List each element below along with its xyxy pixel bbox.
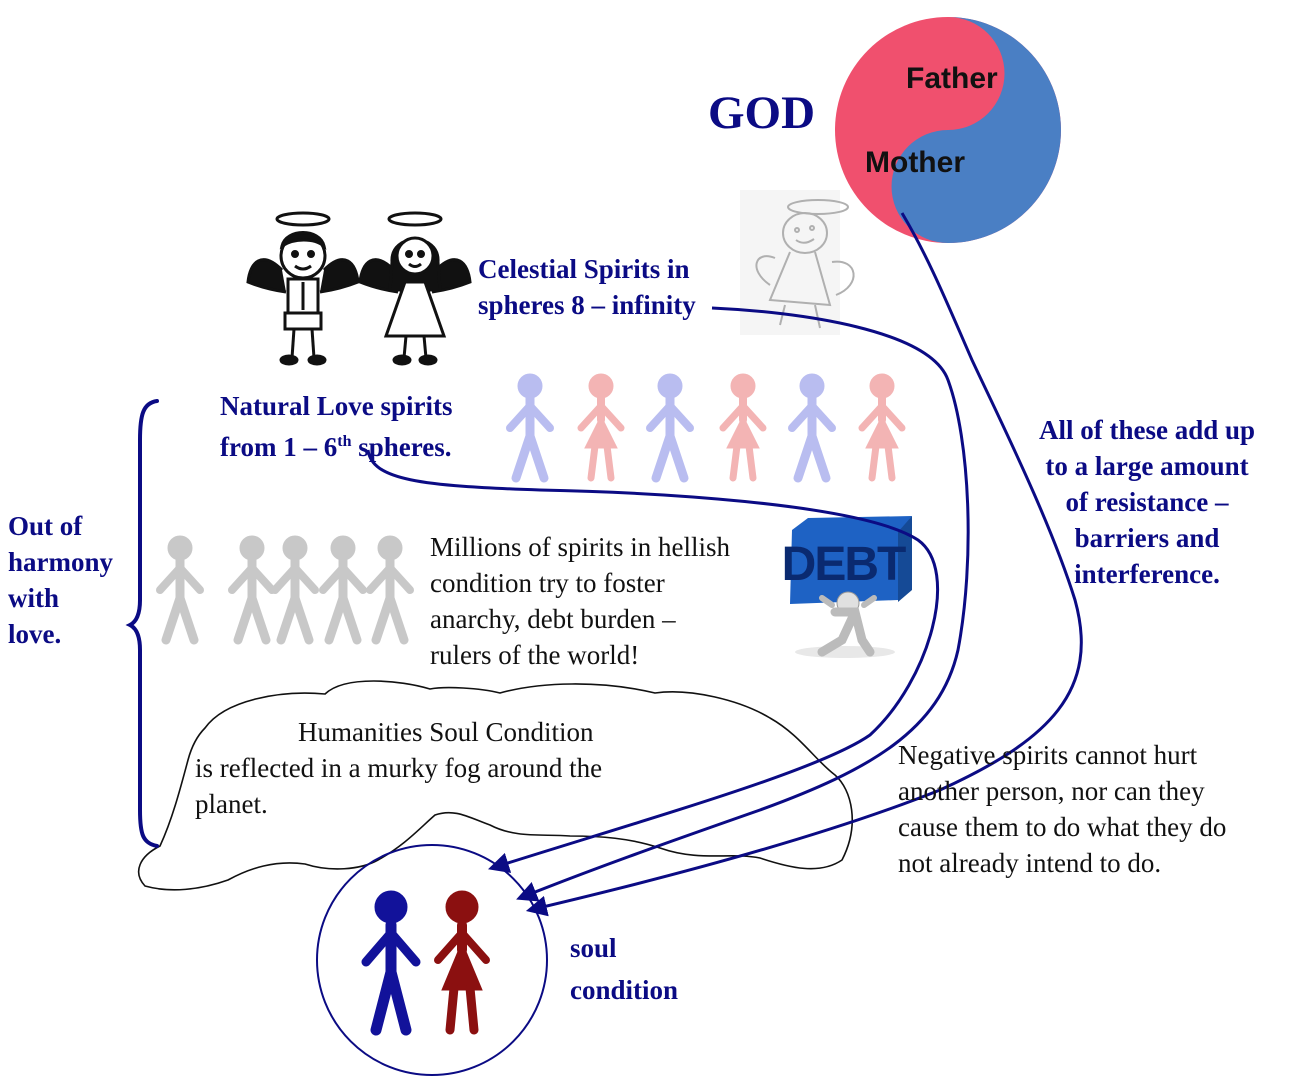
hellish-line-1: Millions of spirits in hellish xyxy=(430,532,731,562)
natural-love-range: from 1 – 6 xyxy=(220,432,338,462)
sketch-angel-icon xyxy=(740,190,855,335)
natural-love-line-1: Natural Love spirits xyxy=(220,391,453,421)
god-label: GOD xyxy=(708,87,816,139)
god-yin-yang-circle xyxy=(835,17,1061,243)
resistance-line-3: of resistance – xyxy=(1065,487,1229,517)
negative-line-4: not already intend to do. xyxy=(898,848,1162,878)
fog-line-2: is reflected in a murky fog around the xyxy=(195,753,603,783)
out-of-harmony-line-3: with xyxy=(8,583,60,613)
natural-love-suffix: th xyxy=(337,433,352,450)
celestial-line-1: Celestial Spirits in xyxy=(478,254,690,284)
out-of-harmony-label: Out of harmony with love. xyxy=(8,508,113,652)
out-of-harmony-line-4: love. xyxy=(8,619,62,649)
arrow-from-god xyxy=(525,212,1083,917)
negative-spirits-text: Negative spirits cannot hurt another per… xyxy=(898,737,1226,881)
arrow-from-natural-love xyxy=(366,449,940,873)
father-label: Father xyxy=(906,62,998,95)
resistance-text: All of these add up to a large amount of… xyxy=(1012,412,1282,592)
hellish-line-4: rulers of the world! xyxy=(430,640,640,670)
celestial-spirits-label: Celestial Spirits in spheres 8 – infinit… xyxy=(478,251,696,323)
out-of-harmony-line-1: Out of xyxy=(8,511,83,541)
resistance-line-4: barriers and xyxy=(1074,523,1220,553)
resistance-line-1: All of these add up xyxy=(1038,415,1256,445)
fog-line-3: planet. xyxy=(195,789,268,819)
svg-text:DEBT: DEBT xyxy=(782,538,906,591)
soul-line-2: condition xyxy=(570,975,679,1005)
negative-line-2: another person, nor can they xyxy=(898,776,1205,806)
hellish-spirits-figures xyxy=(160,536,410,640)
murky-fog-cloud xyxy=(137,680,854,891)
human-couple-figures xyxy=(361,890,490,1036)
out-of-harmony-line-2: harmony xyxy=(8,547,114,577)
hellish-line-3: anarchy, debt burden – xyxy=(430,604,676,634)
natural-love-line-2: from 1 – 6th spheres. xyxy=(220,424,453,465)
resistance-line-5: interference. xyxy=(1074,559,1220,589)
natural-love-label: Natural Love spirits from 1 – 6th sphere… xyxy=(220,388,453,465)
resistance-line-2: to a large amount xyxy=(1045,451,1249,481)
hellish-line-2: condition try to foster xyxy=(430,568,665,598)
natural-love-spheres: spheres. xyxy=(351,432,452,462)
soul-condition-circle xyxy=(316,844,548,1076)
mother-label: Mother xyxy=(865,146,965,179)
fog-line-1: Humanities Soul Condition xyxy=(298,717,594,747)
soul-line-1: soul xyxy=(570,933,617,963)
soul-condition-label: soul condition xyxy=(570,927,678,1011)
celestial-line-2: spheres 8 – infinity xyxy=(478,290,696,320)
arrow-from-celestial xyxy=(516,306,970,902)
negative-line-1: Negative spirits cannot hurt xyxy=(898,740,1198,770)
negative-line-3: cause them to do what they do xyxy=(898,812,1227,842)
hellish-spirits-text: Millions of spirits in hellish condition… xyxy=(430,529,730,673)
out-of-harmony-bracket xyxy=(125,399,159,848)
natural-love-spirits-figures xyxy=(510,374,902,478)
angel-couple-icon xyxy=(246,211,472,366)
debt-burden-icon: DEBT xyxy=(782,516,912,658)
